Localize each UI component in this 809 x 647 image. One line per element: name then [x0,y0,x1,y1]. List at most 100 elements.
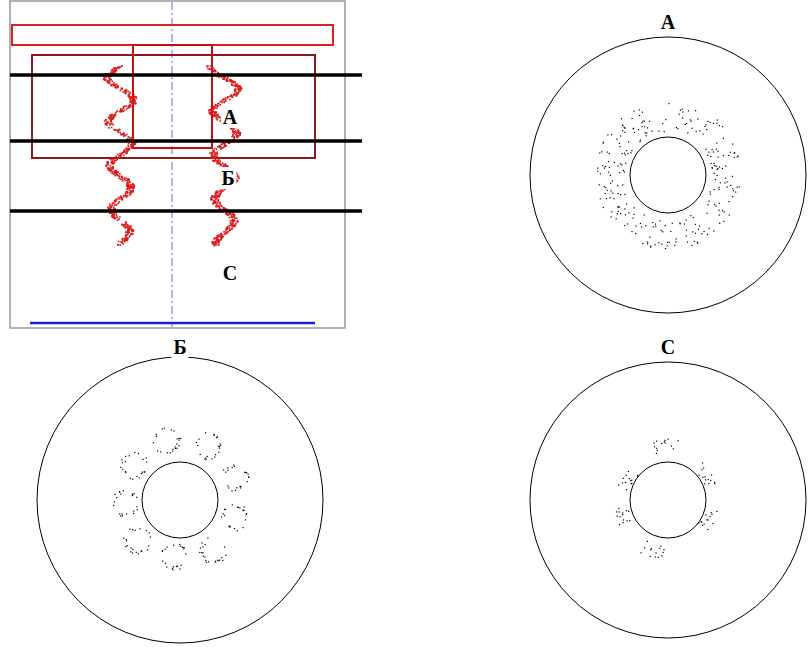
particle-dot [213,161,215,163]
particle-dot [127,238,129,240]
particle-dot [213,203,215,205]
particle-dot [231,228,233,230]
particle-dot [231,225,233,227]
particle-dot [232,213,234,215]
particle-dot [220,190,222,192]
particle-dot [113,505,114,506]
particle-dot [239,134,241,136]
particle-dot [217,192,219,194]
particle-dot [212,70,214,72]
particle-dot [214,111,216,113]
particle-dot [618,508,619,509]
particle-dot [108,168,110,170]
particle-dot [134,99,136,101]
particle-dot [107,80,109,82]
particle-dot [217,241,219,243]
particle-dot [641,227,642,228]
particle-dot [232,131,234,133]
particle-dot [111,117,113,119]
particle-dot [622,153,623,154]
particle-dot [612,193,613,194]
particle-dot [237,136,239,138]
particle-dot [631,150,632,151]
particle-dot [624,194,625,195]
particle-dot [113,213,115,215]
particle-dot [114,67,116,69]
particle-dot [198,439,199,440]
particle-dot [714,163,715,164]
particle-dot [718,187,719,188]
particle-dot [632,118,633,119]
particle-dot [141,551,142,552]
particle-dot [609,167,610,168]
particle-dot [620,163,621,164]
particle-dot [114,172,116,174]
particle-dot [226,80,228,82]
particle-dot [722,126,723,127]
particle-dot [218,117,220,119]
particle-dot [633,214,634,215]
particle-dot [624,127,625,128]
particle-dot [214,154,216,156]
particle-dot [126,234,128,236]
particle-dot [107,207,109,209]
particle-dot [104,77,106,79]
particle-dot [663,552,664,553]
particle-dot [225,555,226,556]
particle-dot [698,523,699,524]
particle-dot [132,494,133,495]
particle-dot [226,78,228,80]
particle-dot [214,148,216,150]
particle-dot [225,232,227,234]
particle-dot [622,130,623,131]
particle-dot [122,107,124,109]
particle-dot [119,129,121,131]
particle-dot [109,204,111,206]
particle-dot [111,173,113,175]
particle-dot [120,516,121,517]
particle-dot [117,244,119,246]
particle-dot [625,214,626,215]
particle-dot [210,197,212,199]
particle-dot [122,180,124,182]
particle-dot [212,243,214,245]
particle-dot [216,153,218,155]
particle-dot [701,522,702,523]
particle-dot [129,137,131,139]
particle-dot [115,213,117,215]
particle-dot [719,125,720,126]
particle-dot [111,123,113,125]
particle-dot [218,560,219,561]
particle-dot [126,108,128,110]
particle-dot [234,137,236,139]
particle-dot [111,215,113,217]
particle-dot [728,201,729,202]
spindle [133,45,212,148]
particle-dot [229,214,231,216]
particle-dot [103,78,105,80]
particle-dot [117,216,119,218]
particle-dot [245,472,246,473]
particle-dot [182,547,183,548]
particle-dot [126,152,128,154]
particle-dot [108,127,110,129]
particle-dot [617,213,618,214]
particle-dot [114,494,115,495]
particle-dot [209,68,211,70]
particle-dot [619,143,620,144]
particle-dot [225,145,227,147]
particle-dot [121,224,123,226]
particle-dot [645,132,646,133]
particle-dot [652,222,653,223]
particle-dot [711,474,712,475]
particle-dot [667,242,668,243]
particle-dot [197,445,198,446]
particle-dot [123,224,125,226]
particle-dot [125,193,127,195]
particle-dot [704,483,705,484]
particle-dot [603,142,604,143]
particle-dot [133,186,135,188]
particle-dot [239,86,241,88]
particle-dot [130,191,132,193]
particle-dot [125,91,127,93]
